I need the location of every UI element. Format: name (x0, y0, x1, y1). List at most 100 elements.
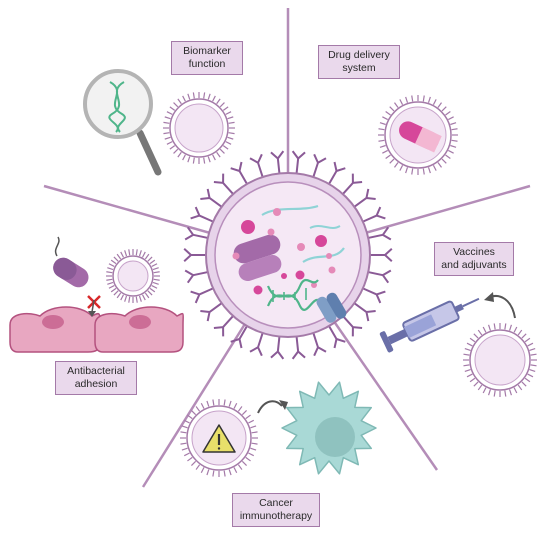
lipid-tick (399, 165, 404, 171)
lipid-tick (450, 144, 457, 148)
lipid-tick (163, 132, 170, 135)
lipid-tick (445, 111, 451, 116)
lipid-tick (147, 256, 153, 262)
lipid-tick (135, 249, 138, 256)
lipid-tick (527, 373, 534, 378)
lipid-tick (379, 144, 386, 148)
lipid-tick (195, 406, 201, 412)
lipid-tick (207, 93, 211, 100)
vesicle-lumen (117, 260, 149, 292)
lipid-tick (181, 425, 188, 429)
lipid-tick (151, 263, 158, 268)
lipid-tick (203, 157, 206, 164)
lipid-tick (212, 399, 215, 406)
lipid-tick (469, 377, 476, 383)
surface-glycoprotein (368, 226, 392, 241)
lipid-tick (473, 333, 479, 339)
lipid-tick (493, 390, 496, 397)
surface-glycoprotein (190, 206, 214, 223)
surface-glycoprotein (353, 188, 376, 208)
central-membrane-inner (214, 181, 362, 329)
lipid-tick (378, 139, 385, 142)
lipid-tick (138, 250, 142, 257)
lipid-tick (469, 337, 476, 343)
lipid-tick (529, 347, 536, 351)
surface-glycoprotein (270, 336, 285, 360)
lipid-tick (513, 387, 518, 394)
lipid-tick (251, 442, 258, 445)
lipid-tick (164, 136, 171, 140)
lipid-tick (190, 460, 197, 467)
lipid-tick (228, 132, 235, 135)
lipid-tick (473, 381, 479, 387)
lipid-tick (385, 111, 391, 116)
lipid-tick (233, 402, 238, 409)
lipid-tick (177, 98, 182, 105)
lipid-tick (463, 353, 470, 356)
surface-glycoprotein (291, 150, 306, 174)
vesicle-dot (232, 252, 240, 260)
surface-glycoprotein (328, 325, 346, 349)
lipid-tick (225, 111, 232, 115)
vesicle-dot (297, 243, 305, 251)
lipid-tick (241, 460, 248, 467)
lipid-tick (487, 389, 491, 396)
lipid-tick (466, 373, 473, 378)
lipid-tick (227, 136, 234, 140)
lipid-tick (113, 290, 119, 296)
lipid-tick (144, 292, 150, 299)
lipid-tick (169, 106, 176, 111)
lipid-tick (192, 92, 195, 99)
lipid-tick (206, 469, 210, 476)
lipid-tick (203, 92, 206, 99)
lipid-tick (173, 148, 179, 154)
lipid-tick (450, 122, 457, 126)
vesicle-lumen (174, 103, 224, 153)
lipid-tick (149, 287, 156, 293)
lipid-tick (466, 342, 473, 347)
lipid-tick (164, 116, 171, 120)
lipid-tick (124, 250, 128, 257)
rna-strand (261, 204, 319, 216)
lipid-tick (227, 116, 234, 120)
label-cancer: Cancer immunotherapy (232, 493, 320, 527)
surface-glycoprotein (312, 153, 327, 178)
label-text: Cancer immunotherapy (239, 497, 313, 522)
lipid-tick (128, 249, 131, 256)
rna-strand (302, 247, 345, 263)
lipid-tick (504, 390, 507, 397)
cancer-section (180, 381, 377, 477)
surface-glycoprotein (342, 173, 363, 195)
lipid-tick (487, 324, 491, 331)
lipid-tick (241, 409, 248, 416)
lipid-tick (509, 324, 513, 331)
lipid-tick (482, 387, 487, 394)
lipid-tick (153, 278, 160, 281)
lipid-tick (509, 389, 513, 396)
lipid-tick (448, 116, 454, 121)
surface-glycoprotein (213, 173, 234, 195)
surface-glycoprotein (184, 226, 208, 241)
surface-glycoprotein (362, 206, 386, 223)
vesicle-dot (328, 266, 336, 274)
lipid-tick (432, 99, 437, 105)
bacterium-icon (53, 257, 89, 288)
capsule-icon (399, 121, 442, 153)
lipid-tick (513, 326, 518, 333)
surface-glycoprotein (183, 248, 206, 262)
lipid-tick (212, 154, 216, 161)
central-exosome (205, 172, 371, 338)
lipid-tick (166, 111, 173, 115)
lipid-tick (445, 154, 451, 159)
lipid-tick (107, 267, 114, 271)
lipid-tick (149, 259, 156, 265)
lipid-tick (228, 469, 232, 476)
drug-delivery-section (378, 95, 458, 175)
lipid-tick (394, 102, 399, 108)
vaccines-section (379, 292, 537, 397)
lipid-tick (493, 323, 496, 330)
protein-rod (238, 254, 282, 282)
lipid-tick (517, 384, 523, 391)
central-exosome-spikes (183, 150, 393, 360)
lipid-tick (527, 342, 534, 347)
